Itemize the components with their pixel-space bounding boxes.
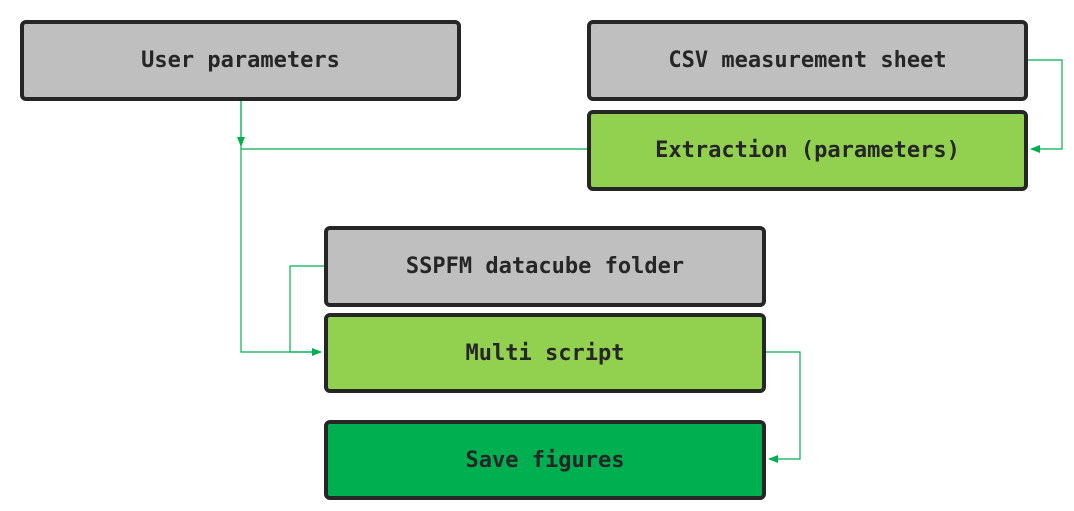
multi-script-label: Multi script bbox=[465, 340, 625, 366]
user-parameters-box: User parameters bbox=[20, 20, 461, 101]
user-parameters-label: User parameters bbox=[141, 48, 340, 73]
multi-script-box: Multi script bbox=[324, 313, 766, 393]
save-figures-box: Save figures bbox=[324, 420, 766, 500]
edge-user-params-to-multi bbox=[240, 101, 322, 356]
csv-measurement-sheet-box: CSV measurement sheet bbox=[587, 20, 1028, 101]
edge-datacube-to-multi bbox=[289, 265, 324, 353]
save-figures-label: Save figures bbox=[465, 447, 625, 473]
sspfm-datacube-folder-box: SSPFM datacube folder bbox=[324, 226, 766, 307]
extraction-box: Extraction (parameters) bbox=[587, 110, 1028, 191]
edge-multi-to-save bbox=[766, 351, 801, 463]
extraction-label: Extraction (parameters) bbox=[655, 138, 960, 163]
edge-csv-to-extraction bbox=[1028, 59, 1063, 153]
csv-measurement-sheet-label: CSV measurement sheet bbox=[668, 48, 947, 73]
sspfm-datacube-folder-label: SSPFM datacube folder bbox=[405, 254, 685, 279]
